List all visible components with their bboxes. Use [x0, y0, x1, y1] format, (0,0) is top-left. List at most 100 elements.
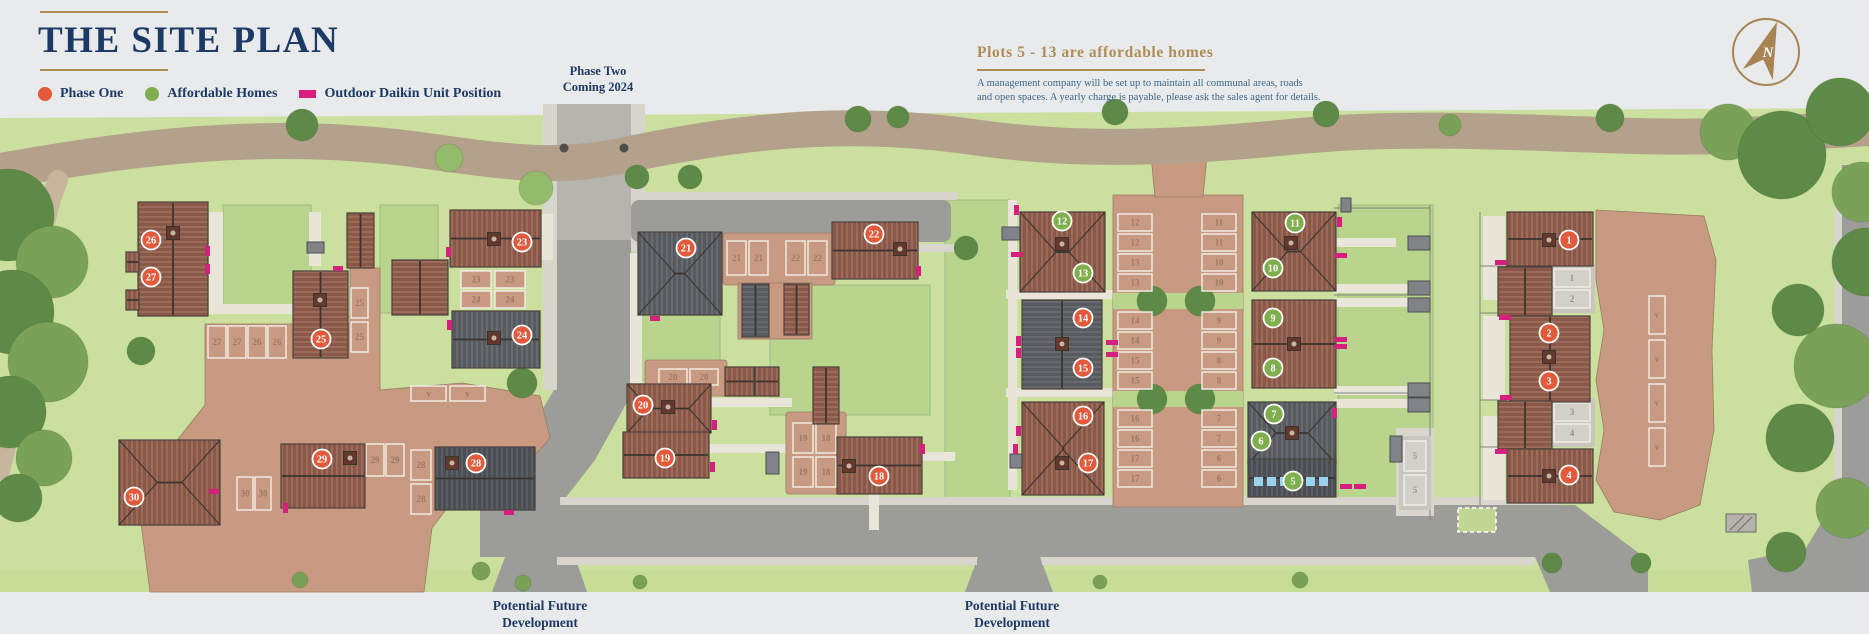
legend-label: Affordable Homes	[167, 86, 278, 101]
parking-bay	[1648, 383, 1666, 423]
plot-marker-16[interactable]: 16	[1072, 405, 1094, 427]
parking-bay-label: 5	[1413, 485, 1418, 495]
parking-bay-label: v	[1655, 354, 1660, 364]
plot-marker-23[interactable]: 23	[511, 231, 533, 253]
plot-number: 13	[1078, 269, 1089, 280]
tree-icon	[1291, 571, 1309, 589]
parking-bay-label: 9	[1217, 316, 1222, 326]
plot-marker-1[interactable]: 1	[1558, 229, 1580, 251]
compass: N	[1732, 18, 1800, 86]
parking-bay-label: 27	[233, 337, 243, 347]
plot-number: 2	[1546, 329, 1551, 340]
daikin-unit-marker	[1106, 352, 1118, 357]
daikin-unit-marker	[1500, 395, 1512, 400]
plot-marker-19[interactable]: 19	[654, 447, 676, 469]
plot-marker-14[interactable]: 14	[1072, 307, 1094, 329]
parking-bay	[1648, 427, 1666, 467]
plot-number: 26	[146, 236, 157, 247]
affordable-note-title: Plots 5 - 13 are affordable homes	[977, 44, 1214, 61]
legend-label: Outdoor Daikin Unit Position	[324, 86, 502, 101]
plot-marker-24[interactable]: 24	[511, 324, 533, 346]
plot-marker-4[interactable]: 4	[1558, 464, 1580, 486]
plot-marker-11[interactable]: 11	[1284, 212, 1306, 234]
plot-number: 10	[1268, 264, 1279, 275]
plot-marker-2[interactable]: 2	[1538, 322, 1560, 344]
parking-bay	[1403, 440, 1427, 472]
daikin-unit-marker	[710, 462, 715, 472]
building	[292, 270, 349, 359]
parking-bay	[1117, 409, 1153, 428]
plot-number: 14	[1078, 314, 1089, 325]
tree-icon	[844, 105, 872, 133]
plot-marker-20[interactable]: 20	[632, 394, 654, 416]
plot-marker-27[interactable]: 27	[140, 266, 162, 288]
plot-marker-22[interactable]: 22	[863, 223, 885, 245]
daikin-unit-marker	[1332, 408, 1337, 418]
title-rule-top	[40, 11, 168, 13]
plot-marker-6[interactable]: 6	[1250, 430, 1272, 452]
plot-marker-8[interactable]: 8	[1262, 357, 1284, 379]
plot-marker-13[interactable]: 13	[1072, 262, 1094, 284]
tree-icon	[471, 561, 491, 581]
daikin-unit-marker	[1499, 315, 1511, 320]
tree-icon	[434, 143, 464, 173]
plot-marker-7[interactable]: 7	[1263, 403, 1285, 425]
plot-marker-10[interactable]: 10	[1262, 257, 1284, 279]
plot-marker-28[interactable]: 28	[465, 452, 487, 474]
plot-marker-3[interactable]: 3	[1538, 370, 1560, 392]
affordable-swatch-icon	[145, 87, 160, 101]
parking-bay-label: 25	[355, 332, 365, 342]
parking-bay-label: 12	[1131, 218, 1141, 228]
crossing-bollard	[559, 143, 569, 153]
tree-icon	[1737, 110, 1827, 200]
building	[125, 251, 140, 273]
daikin-unit-marker	[1337, 217, 1342, 227]
plot-marker-29[interactable]: 29	[311, 448, 333, 470]
parking-bay	[410, 449, 432, 481]
plot-marker-15[interactable]: 15	[1072, 357, 1094, 379]
plot-marker-9[interactable]: 9	[1262, 307, 1284, 329]
plot-marker-30[interactable]: 30	[123, 486, 145, 508]
parking-bay	[350, 287, 369, 319]
parking-bay	[815, 456, 837, 488]
parking-bay-label: 19	[799, 467, 809, 477]
plot-number: 9	[1270, 314, 1275, 325]
building	[622, 431, 710, 479]
plot-number: 5	[1290, 477, 1295, 488]
plot-marker-26[interactable]: 26	[140, 229, 162, 251]
parking-bay-label: 27	[213, 337, 223, 347]
plot-marker-12[interactable]: 12	[1051, 210, 1073, 232]
parking-bay-label: 2	[1570, 294, 1575, 304]
plot-marker-17[interactable]: 17	[1077, 452, 1099, 474]
parking-bay-label: 29	[391, 455, 401, 465]
shed-icon	[1407, 397, 1431, 413]
parking-bay	[350, 321, 369, 353]
plot-marker-25[interactable]: 25	[310, 328, 332, 350]
shed-icon	[306, 241, 325, 254]
legend-item-affordable: Affordable Homes	[145, 86, 277, 102]
parking-bay-label: v	[1655, 398, 1660, 408]
daikin-unit-marker	[1011, 252, 1023, 257]
affordable-note-body: A management company will be set up to m…	[977, 78, 1321, 104]
parking-bay	[1201, 213, 1237, 232]
plot-marker-5[interactable]: 5	[1282, 470, 1304, 492]
tree-icon	[1184, 285, 1216, 317]
plot-number: 21	[681, 244, 692, 255]
daikin-unit-marker	[333, 266, 343, 271]
daikin-unit-marker	[920, 444, 925, 454]
parking-bay-label: 26	[253, 337, 263, 347]
plot-marker-18[interactable]: 18	[868, 465, 890, 487]
parking-bay	[792, 456, 814, 488]
parking-bay	[1201, 331, 1237, 350]
parking-bay-label: v	[1655, 442, 1660, 452]
parking-bay	[1117, 213, 1153, 232]
parking-bay	[449, 385, 486, 402]
plot-marker-21[interactable]: 21	[675, 237, 697, 259]
legend-label: Phase One	[60, 86, 124, 101]
parking-bay	[1648, 295, 1666, 335]
daikin-unit-marker	[1335, 337, 1347, 342]
parking-bay	[267, 325, 287, 359]
